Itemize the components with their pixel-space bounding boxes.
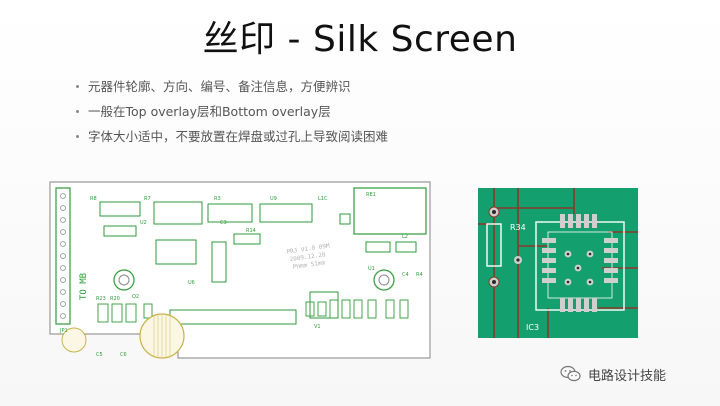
label-r4: R4	[416, 272, 423, 278]
label-u2: U2	[140, 220, 147, 226]
label-c6: C6	[120, 352, 127, 358]
label-l1c: L1C	[318, 196, 328, 202]
bullet-item: 字体大小适中，不要放置在焊盘或过孔上导致阅读困难	[76, 128, 388, 153]
label-c3: C3	[220, 220, 227, 226]
label-jp1: JP1	[59, 328, 68, 334]
label-u6: U6	[188, 280, 195, 286]
label-r7: R7	[144, 196, 151, 202]
label-r34: R34	[510, 223, 526, 232]
label-r20: R20	[110, 296, 120, 302]
label-u1: U1	[368, 266, 375, 272]
label-r23: R23	[96, 296, 106, 302]
label-v1: V1	[314, 324, 321, 330]
label-u9: U9	[270, 196, 277, 202]
watermark-text: 电路设计技能	[588, 368, 667, 384]
bullet-list: 元器件轮廓、方向、编号、备注信息，方便辨识 一般在Top overlay层和Bo…	[76, 78, 388, 153]
label-ic3: IC3	[526, 323, 539, 332]
bullet-item: 元器件轮廓、方向、编号、备注信息，方便辨识	[76, 78, 388, 103]
bullet-item: 一般在Top overlay层和Bottom overlay层	[76, 103, 388, 128]
green-pcb-closeup-image: R34 IC3	[478, 188, 638, 338]
slide-title: 丝印 - Silk Screen	[202, 19, 518, 60]
label-r8: R8	[90, 196, 97, 202]
wechat-icon	[560, 365, 581, 382]
label-c5: C5	[96, 352, 103, 358]
svg-text:PHmm 51mm: PHmm 51mm	[292, 259, 326, 271]
label-l2: L2	[402, 234, 408, 240]
label-to-mb: TO MB	[79, 273, 89, 300]
label-r3: R3	[214, 196, 221, 202]
label-r14: R14	[246, 228, 256, 234]
label-re1: RE1	[366, 192, 376, 198]
label-q2: Q2	[132, 294, 139, 300]
label-c4: C4	[402, 272, 409, 278]
watermark: 电路设计技能	[560, 362, 666, 386]
silk-screen-pcb-image: TO MB RE1 R8 R7 U2 R3 U9 L1C R14 C3 U6 P…	[49, 181, 431, 359]
